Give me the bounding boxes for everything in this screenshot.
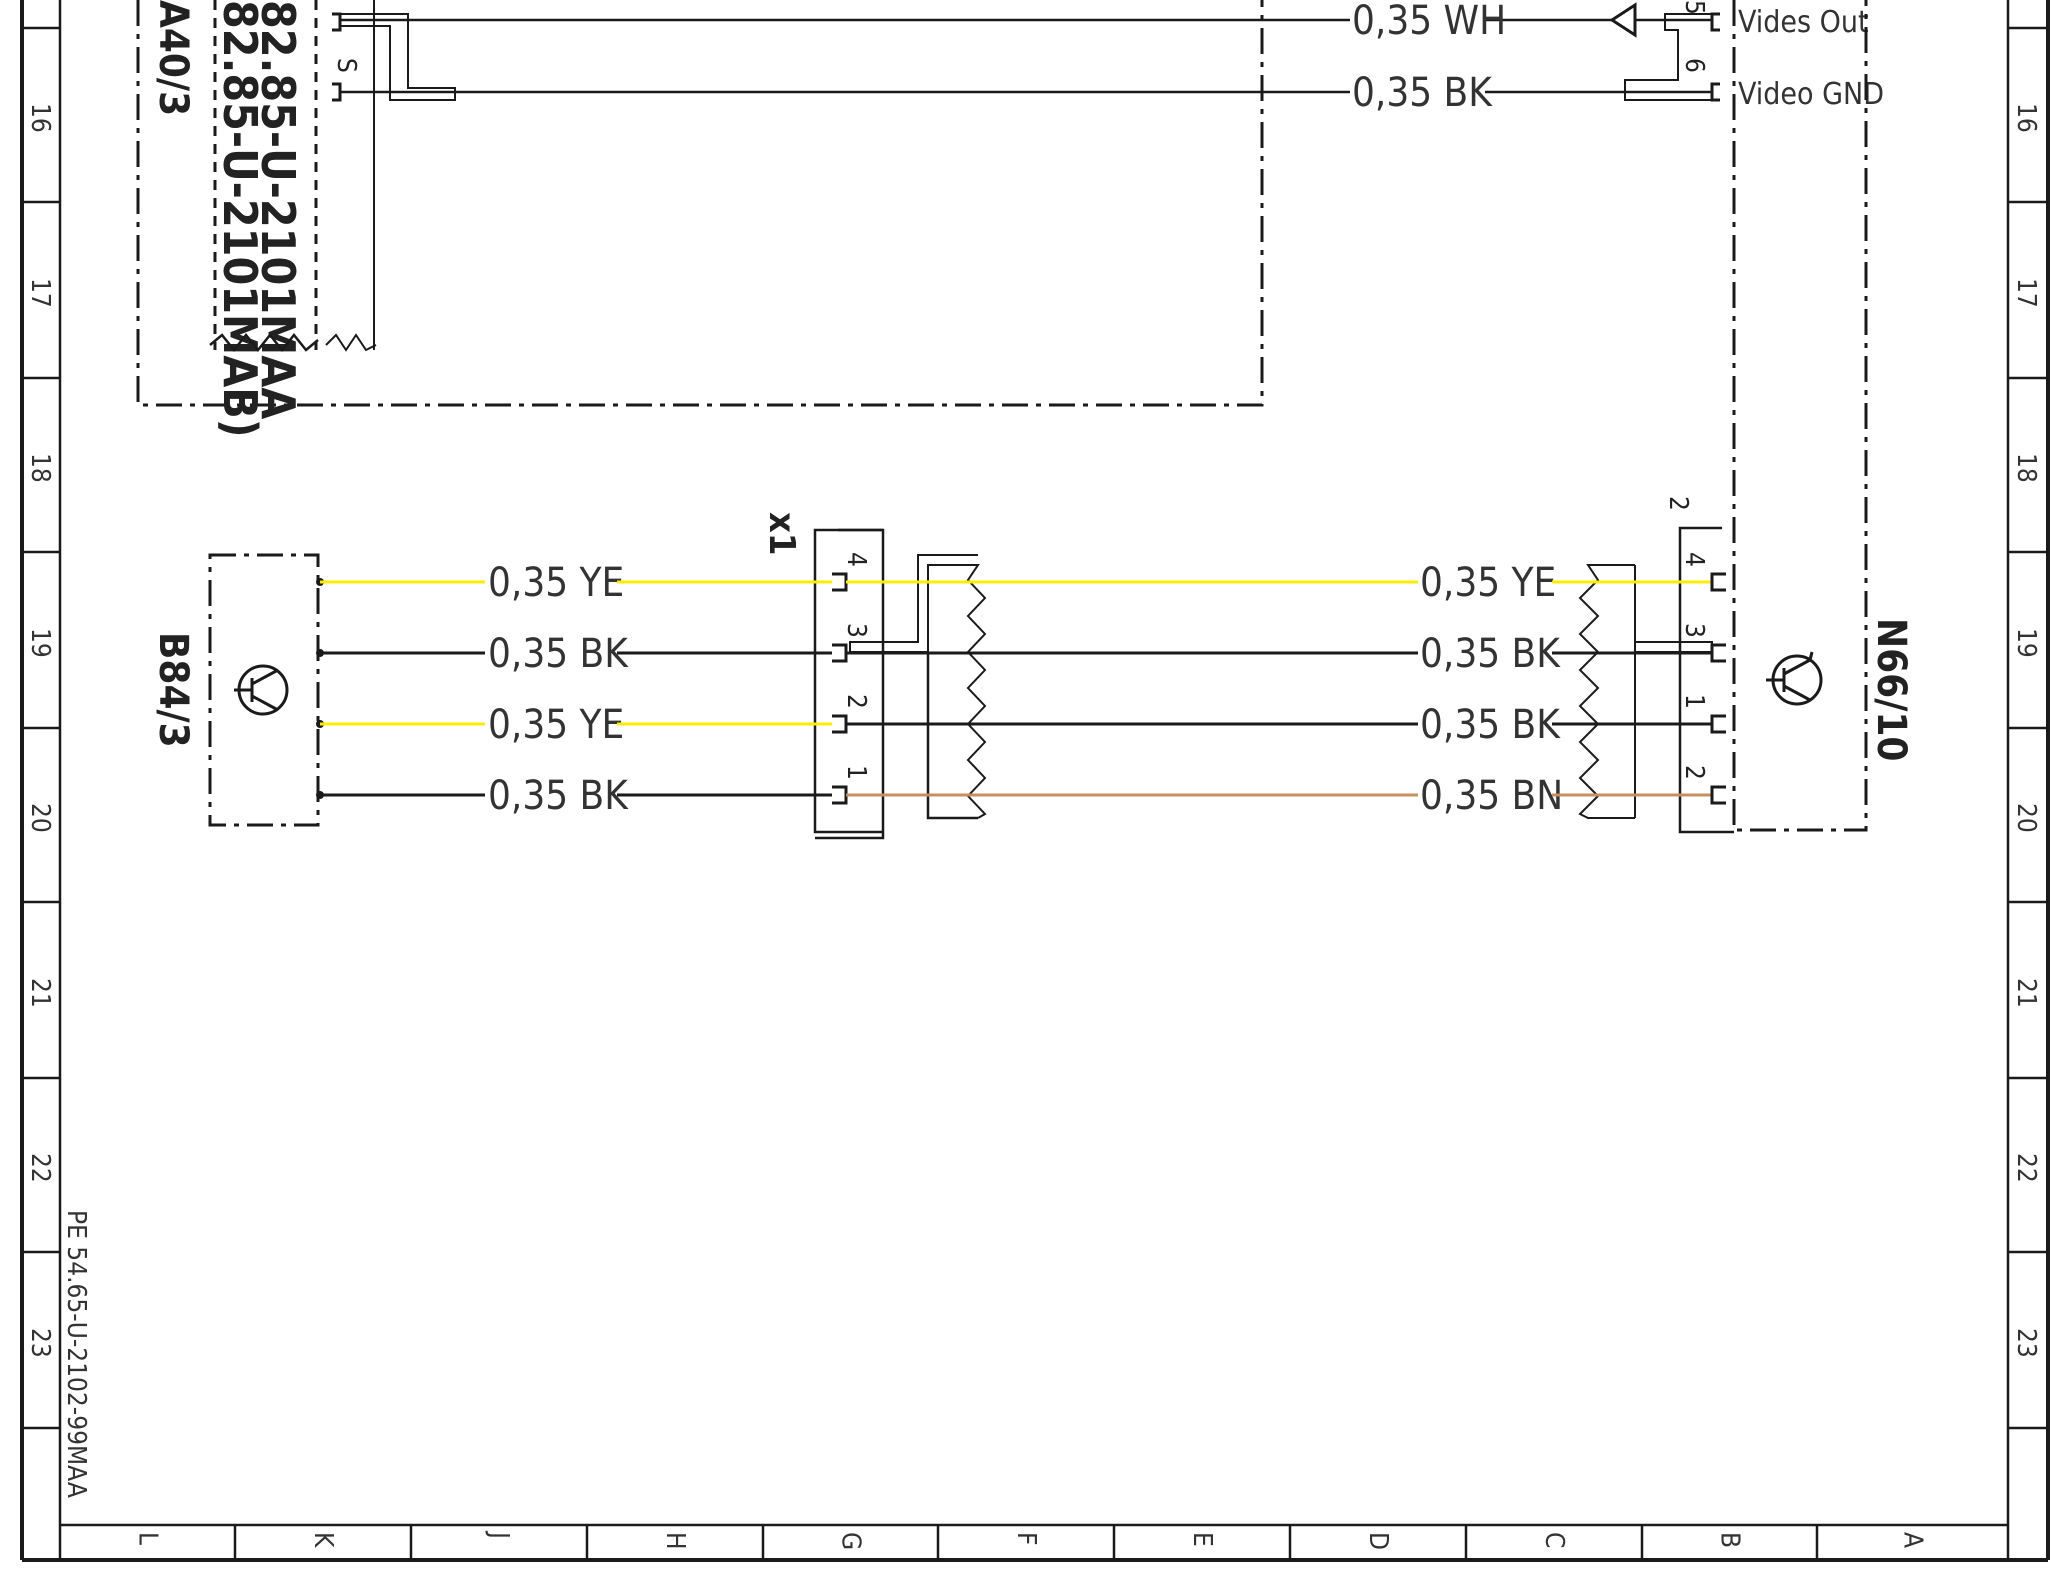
top-wire-1-pin: 5 bbox=[1679, 0, 1709, 15]
a40-ref-2: 82.85-U-2101MAB) bbox=[213, 0, 267, 438]
drawing-frame bbox=[20, 0, 2050, 1562]
x1-pin-number: 4 bbox=[841, 552, 871, 567]
top-wire-2-pin: 6 bbox=[1679, 58, 1709, 73]
row-label: 17 bbox=[2011, 278, 2041, 308]
wire-label-right: 0,35 YE bbox=[1420, 560, 1556, 606]
x1-pin-contact bbox=[832, 714, 848, 734]
n66-pin-contact bbox=[1710, 714, 1726, 734]
top-wire-1-signal: Vides Out bbox=[1738, 5, 1869, 40]
harness-wire: 0,35 BK 3 0,35 BK 3 bbox=[316, 623, 1726, 677]
row-label: 17 bbox=[25, 278, 55, 308]
wire-label-right: 0,35 BK bbox=[1420, 631, 1561, 677]
row-label: 19 bbox=[25, 628, 55, 658]
x1-pin-number: 1 bbox=[841, 765, 871, 780]
column-label: G bbox=[836, 1532, 866, 1550]
x1-pin-contact bbox=[832, 643, 848, 663]
row-label: 18 bbox=[2011, 453, 2041, 483]
row-label: 19 bbox=[2011, 628, 2041, 658]
column-label: J bbox=[484, 1530, 514, 1539]
wire-label-left: 0,35 BK bbox=[488, 773, 629, 819]
b84-sensor-box: B84/3 bbox=[150, 553, 320, 827]
n66-module-id: N66/10 bbox=[1868, 618, 1914, 761]
harness-wires: 0,35 YE 4 0,35 YE 4 0,35 BK 3 0,35 BK 3 0,35 YE 2… bbox=[316, 552, 1726, 819]
x1-pin-number: 2 bbox=[841, 694, 871, 709]
column-label: B bbox=[1715, 1532, 1745, 1548]
row-label: 22 bbox=[2011, 1153, 2041, 1183]
row-label: 21 bbox=[25, 978, 55, 1008]
harness-wire: 0,35 BK 1 0,35 BN 2 bbox=[316, 765, 1726, 819]
n66-pin-number: 2 bbox=[1679, 765, 1709, 780]
n66-connector-no: 2 bbox=[1663, 496, 1693, 511]
x1-pin-number: 3 bbox=[841, 623, 871, 638]
x1-connector-id: x1 bbox=[761, 512, 802, 555]
top-wire-2-signal: Video GND bbox=[1738, 77, 1884, 112]
row-label: 23 bbox=[2011, 1328, 2041, 1358]
row-grid-ticks bbox=[22, 26, 2048, 1430]
a40-pin-label: S bbox=[331, 58, 361, 73]
x1-pin-contact bbox=[832, 572, 848, 592]
n66-sensor-icon bbox=[1766, 651, 1823, 706]
row-label: 16 bbox=[25, 103, 55, 133]
wire-label-right: 0,35 BK bbox=[1420, 702, 1561, 748]
wire-label-left: 0,35 BK bbox=[488, 631, 629, 677]
column-label: F bbox=[1011, 1532, 1041, 1545]
top-wire-1-label: 0,35 WH bbox=[1352, 0, 1506, 44]
row-label: 23 bbox=[25, 1328, 55, 1358]
row-label: 20 bbox=[25, 803, 55, 833]
x1-connector: x1 bbox=[761, 512, 987, 840]
n66-module-box: N66/10 2 bbox=[1663, 0, 1914, 834]
n66-pin-contact bbox=[1710, 785, 1726, 805]
wire-label-right: 0,35 BN bbox=[1420, 773, 1563, 819]
b84-sensor-icon bbox=[234, 664, 289, 716]
row-label: 20 bbox=[2011, 803, 2041, 833]
column-grid-ticks bbox=[58, 1525, 2010, 1560]
a40-module-id: A40/3 bbox=[150, 0, 196, 116]
n66-pin-number: 4 bbox=[1679, 552, 1709, 567]
column-label: C bbox=[1539, 1532, 1569, 1548]
wire-label-left: 0,35 YE bbox=[488, 560, 624, 606]
column-label: K bbox=[308, 1532, 338, 1548]
top-wire-video-out: 0,35 WH 5 Vides Out bbox=[340, 0, 1869, 44]
harness-wire: 0,35 YE 4 0,35 YE 4 bbox=[316, 552, 1726, 606]
row-labels-left: 16 17 18 19 20 21 22 23 bbox=[25, 103, 55, 1358]
n66-twisted-pair bbox=[1578, 564, 1713, 819]
row-label: 16 bbox=[2011, 103, 2041, 133]
row-label: 18 bbox=[25, 453, 55, 483]
b84-sensor-id: B84/3 bbox=[150, 632, 196, 748]
column-label: H bbox=[660, 1532, 690, 1550]
document-id: PE 54.65-U-2102-99MAA bbox=[61, 1210, 91, 1498]
column-label: L bbox=[133, 1532, 163, 1545]
top-wire-video-gnd: 0,35 BK 6 Video GND bbox=[340, 58, 1884, 116]
a40-module-box: A40/3 82.85-U-2101MAA 82.85-U-2101MAB) S bbox=[136, 0, 1264, 438]
row-labels-right: 16 17 18 19 20 21 22 23 bbox=[2011, 103, 2041, 1358]
column-label: D bbox=[1363, 1532, 1393, 1550]
n66-pin-contact bbox=[1710, 572, 1726, 592]
top-wire-2-label: 0,35 BK bbox=[1352, 70, 1493, 116]
harness-wire: 0,35 YE 2 0,35 BK 1 bbox=[316, 694, 1726, 748]
n66-pin-number: 1 bbox=[1679, 694, 1709, 709]
wire-label-left: 0,35 YE bbox=[488, 702, 624, 748]
column-label: E bbox=[1187, 1532, 1217, 1547]
row-label: 21 bbox=[2011, 978, 2041, 1008]
column-label: A bbox=[1898, 1532, 1928, 1548]
x1-pin-contact bbox=[832, 785, 848, 805]
row-label: 22 bbox=[25, 1153, 55, 1183]
n66-pin-contact bbox=[1710, 643, 1726, 663]
n66-pin-number: 3 bbox=[1679, 623, 1709, 638]
